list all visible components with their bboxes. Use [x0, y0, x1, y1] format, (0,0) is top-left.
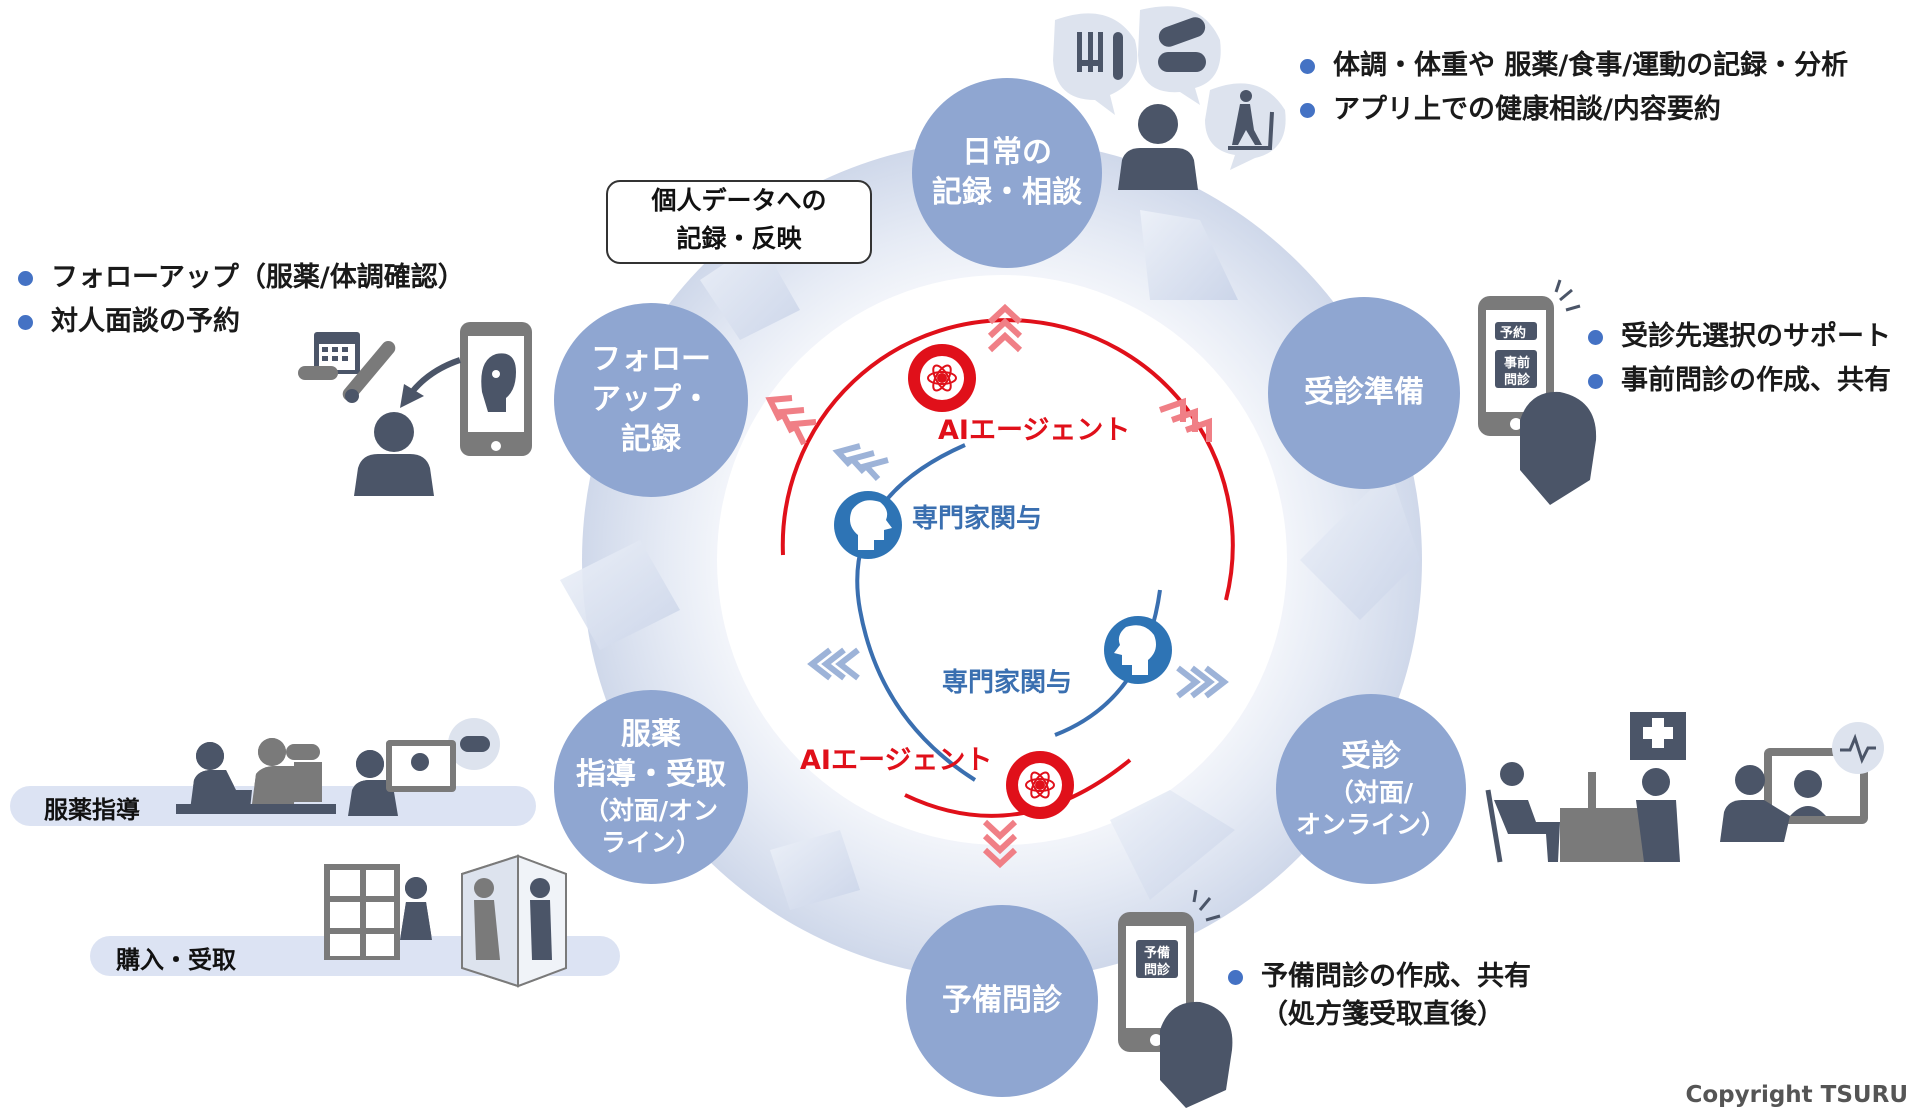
bullet-preconsult-2: （処方箋受取直後） — [1261, 999, 1504, 1030]
node-visit-sub2: オンライン） — [1295, 810, 1446, 839]
bullet-dot — [18, 270, 33, 286]
note-line2: 記録・反映 — [676, 224, 802, 253]
bullet-prep-2: 事前問診の作成、共有 — [1621, 365, 1891, 396]
phone-label-prelim1: 予備 — [1144, 946, 1171, 961]
phone-label-pre-q1: 事前 — [1504, 356, 1531, 371]
chevron-down-icon — [1176, 665, 1229, 699]
node-medication: 服薬 指導・受取 （対面/オン ライン） — [554, 690, 748, 884]
bullet-preconsult-1: 予備問診の作成、共有 — [1261, 961, 1531, 992]
chevron-down-icon — [982, 819, 1018, 869]
brain-icon — [908, 344, 976, 412]
node-visit-prep: 受診準備 — [1268, 297, 1460, 489]
brain-icon — [1006, 751, 1074, 819]
ai-agent-label-top: AIエージェント — [938, 415, 1131, 446]
expert-label-top: 専門家関与 — [912, 504, 1043, 534]
bullets-followup: フォローアップ（服薬/体調確認） 対人面談の予約 — [18, 256, 465, 344]
node-visit: 受診 （対面/ オンライン） — [1276, 694, 1466, 884]
chevron-up-icon — [832, 443, 889, 482]
arrow-icon — [400, 357, 461, 408]
phone-label-reserve: 予約 — [1500, 326, 1527, 341]
node-medication-sub1: （対面/オン — [583, 796, 719, 825]
hospital-icon — [1630, 712, 1686, 760]
note-line1: 個人データへの — [651, 186, 827, 215]
node-followup-line3: 記録 — [621, 422, 681, 457]
bullet-dot — [1588, 373, 1603, 389]
chevron-down-icon — [807, 647, 860, 681]
bullet-dot — [1300, 102, 1315, 118]
bullets-preconsult: 予備問診の作成、共有 （処方箋受取直後） — [1228, 958, 1531, 1034]
node-visit-sub1: （対面/ — [1328, 778, 1414, 807]
node-prep-label: 受診準備 — [1304, 375, 1424, 410]
node-visit-title: 受診 — [1341, 739, 1401, 774]
fork-knife-icon — [1053, 13, 1138, 115]
head-profile-icon — [834, 491, 902, 559]
phone-label-pre-q2: 問診 — [1504, 373, 1531, 388]
hand-icon — [1520, 391, 1597, 505]
node-medication-sub2: ライン） — [600, 828, 701, 857]
bullet-dot — [1228, 969, 1243, 985]
head-profile-icon — [1104, 616, 1172, 684]
node-preconsult-label: 予備問診 — [942, 983, 1062, 1018]
bullet-dot — [18, 314, 33, 330]
phone-icon — [460, 322, 532, 456]
medication-guidance-pill: 服薬指導 — [10, 786, 536, 826]
bullet-dot — [1588, 329, 1603, 345]
bullet-dot — [1300, 58, 1315, 74]
person-icon — [1118, 104, 1198, 190]
copyright: Copyright TSURU — [1685, 1082, 1908, 1108]
chevron-up-icon — [765, 395, 817, 446]
bullet-followup-1: フォローアップ（服薬/体調確認） — [51, 262, 465, 293]
purchase-pill: 購入・受取 — [90, 936, 620, 976]
node-followup-line2: アップ・ — [591, 382, 711, 417]
bullet-daily-2: アプリ上での健康相談/内容要約 — [1333, 94, 1721, 125]
doctor-monitor-icon — [1720, 722, 1884, 842]
medication-guidance-label: 服薬指導 — [44, 796, 140, 824]
ai-agent-label-bottom: AIエージェント — [800, 745, 993, 776]
personal-data-note: 個人データへの 記録・反映 — [606, 180, 872, 264]
node-daily-line2: 記録・相談 — [932, 175, 1082, 210]
bullet-prep-1: 受診先選択のサポート — [1621, 321, 1891, 352]
person-icon — [354, 412, 434, 496]
bullet-daily-1: 体調・体重や 服薬/食事/運動の記録・分析 — [1333, 50, 1849, 81]
node-daily-record: 日常の 記録・相談 — [912, 78, 1102, 268]
signal-icon — [1192, 889, 1221, 922]
node-medication-line2: 指導・受取 — [576, 757, 726, 792]
node-followup: フォロー アップ・ 記録 — [554, 303, 748, 497]
chevron-up-icon — [987, 303, 1023, 353]
bullet-followup-2: 対人面談の予約 — [51, 306, 240, 337]
pill-icon — [1138, 6, 1221, 105]
ai-agent-arc — [780, 318, 1235, 818]
thermometer-icon — [342, 341, 396, 403]
person-icon — [1485, 762, 1680, 863]
calendar-icon — [298, 332, 360, 380]
cycle-ring — [560, 140, 1422, 980]
expert-label-bottom: 専門家関与 — [942, 668, 1073, 698]
node-preconsult: 予備問診 — [906, 905, 1098, 1097]
bullets-prep: 受診先選択のサポート 事前問診の作成、共有 — [1588, 315, 1891, 403]
node-followup-line1: フォロー — [591, 342, 711, 377]
phone-icon — [1554, 279, 1581, 312]
phone-label-prelim2: 問診 — [1144, 963, 1171, 978]
bullets-daily: 体調・体重や 服薬/食事/運動の記録・分析 アプリ上での健康相談/内容要約 — [1300, 44, 1848, 132]
node-medication-line1: 服薬 — [621, 717, 681, 752]
hand-icon — [1160, 1001, 1233, 1108]
treadmill-icon — [1205, 83, 1286, 170]
node-daily-line1: 日常の — [962, 135, 1052, 170]
chevron-up-icon — [1159, 397, 1212, 442]
purchase-label: 購入・受取 — [116, 946, 236, 974]
